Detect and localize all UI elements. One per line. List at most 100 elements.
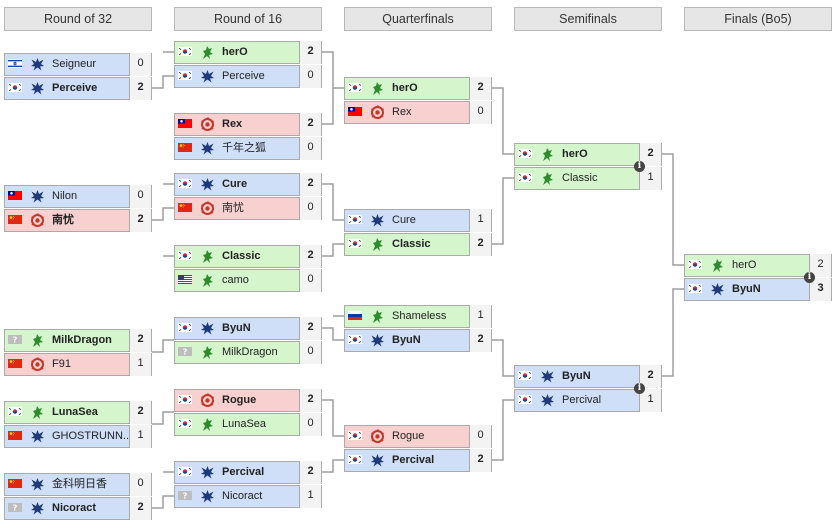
player-row[interactable]: herO 2	[174, 41, 322, 64]
player-score: 2	[299, 113, 321, 136]
player-name[interactable]: ByuN	[732, 283, 761, 295]
player-name[interactable]: ByuN	[392, 334, 421, 346]
player-score: 2	[299, 173, 321, 196]
player-name[interactable]: MilkDragon	[222, 346, 278, 358]
player-name[interactable]: LunaSea	[222, 418, 267, 430]
player-name[interactable]: herO	[732, 259, 757, 271]
round-header-round-of-32: Round of 32	[4, 7, 152, 31]
svg-text:?: ?	[13, 336, 18, 345]
player-name[interactable]: MilkDragon	[52, 334, 112, 346]
match-info-icon[interactable]: i	[634, 383, 645, 394]
player-name[interactable]: Classic	[392, 238, 431, 250]
player-row[interactable]: Cure 1	[344, 209, 492, 232]
south-korea-flag-icon	[348, 455, 364, 466]
player-name[interactable]: 南忧	[222, 202, 244, 214]
player-name[interactable]: GHOSTRUNN...	[52, 430, 132, 442]
player-name[interactable]: LunaSea	[52, 406, 98, 418]
player-score: 2	[299, 41, 321, 64]
player-row[interactable]: 南忧 0	[174, 197, 322, 220]
player-name[interactable]: Cure	[222, 178, 248, 190]
player-name[interactable]: herO	[392, 82, 418, 94]
player-name[interactable]: camo	[222, 274, 249, 286]
player-name[interactable]: 千年之狐	[222, 142, 266, 154]
player-name[interactable]: Perceive	[222, 70, 265, 82]
player-name[interactable]: 金科明日香	[52, 478, 107, 490]
player-name[interactable]: ByuN	[222, 322, 251, 334]
player-name[interactable]: Nicoract	[52, 502, 97, 514]
player-name[interactable]: herO	[562, 148, 588, 160]
match-info-icon[interactable]: i	[634, 161, 645, 172]
player-row[interactable]: Cure 2	[174, 173, 322, 196]
player-name[interactable]: Nicoract	[222, 490, 263, 502]
player-score: 2	[129, 497, 151, 520]
player-name[interactable]: Classic	[222, 250, 261, 262]
player-name[interactable]: Rogue	[222, 394, 257, 406]
terran-race-icon	[30, 501, 45, 516]
player-name[interactable]: F91	[52, 358, 71, 370]
player-name[interactable]: herO	[222, 46, 248, 58]
player-name[interactable]: Classic	[562, 172, 598, 184]
player-name[interactable]: ByuN	[562, 370, 591, 382]
player-score: 0	[299, 197, 321, 220]
player-name[interactable]: Seigneur	[52, 58, 97, 70]
protoss-race-icon	[540, 147, 555, 162]
player-row[interactable]: Rex 2	[174, 113, 322, 136]
player-name[interactable]: Percival	[222, 466, 265, 478]
player-name[interactable]: Perceive	[52, 82, 98, 94]
terran-race-icon	[30, 429, 45, 444]
player-name[interactable]: Percival	[392, 454, 435, 466]
round-header-finals: Finals (Bo5)	[684, 7, 832, 31]
protoss-race-icon	[370, 309, 385, 324]
player-name[interactable]: 南忧	[52, 214, 74, 226]
player-row[interactable]: GHOSTRUNN...1	[4, 425, 152, 448]
zerg-race-icon	[200, 117, 215, 132]
terran-race-icon	[200, 465, 215, 480]
zerg-race-icon	[200, 201, 215, 216]
player-score: 1	[469, 209, 491, 232]
match-info-icon[interactable]: i	[804, 272, 815, 283]
player-name[interactable]: Rex	[392, 106, 412, 118]
south-korea-flag-icon	[178, 179, 194, 190]
terran-race-icon	[200, 69, 215, 84]
player-name[interactable]: Cure	[392, 214, 416, 226]
player-name[interactable]: Nilon	[52, 190, 78, 202]
player-name[interactable]: Rex	[222, 118, 243, 130]
player-name[interactable]: Percival	[562, 394, 602, 406]
player-score: 1	[129, 425, 151, 448]
south-korea-flag-icon	[178, 419, 194, 430]
player-name[interactable]: Shameless	[392, 310, 447, 322]
player-name[interactable]: Rogue	[392, 430, 425, 442]
